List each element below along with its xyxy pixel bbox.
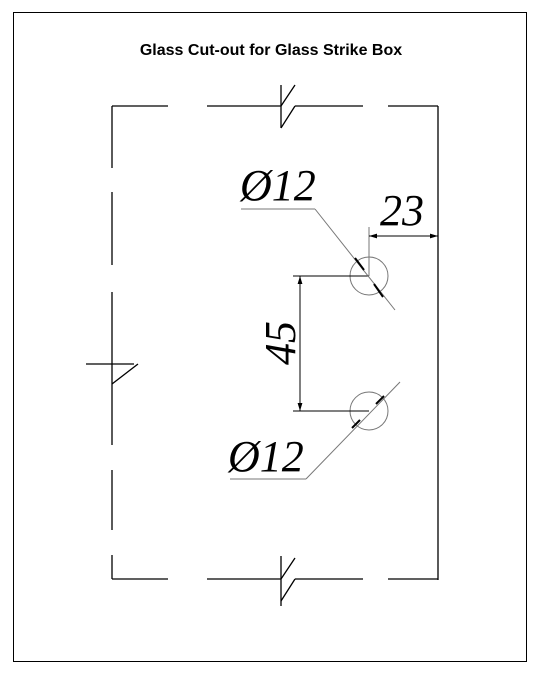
- bottom-diameter-leader: [230, 381, 401, 480]
- drawing-frame: [13, 12, 527, 662]
- edge-offset-dimension: [368, 227, 438, 276]
- hole-spacing-label: 45: [256, 321, 305, 365]
- top-diameter-label: Ø12: [239, 161, 316, 210]
- edge-offset-label: 23: [380, 186, 424, 235]
- hole-spacing-dimension: [293, 275, 369, 412]
- drawing-title: Glass Cut-out for Glass Strike Box: [139, 42, 403, 59]
- bottom-diameter-label: Ø12: [227, 432, 304, 481]
- bottom-diameter-arrow: [351, 395, 385, 429]
- top-diameter-arrow: [354, 257, 384, 298]
- glass-outline: [86, 84, 439, 606]
